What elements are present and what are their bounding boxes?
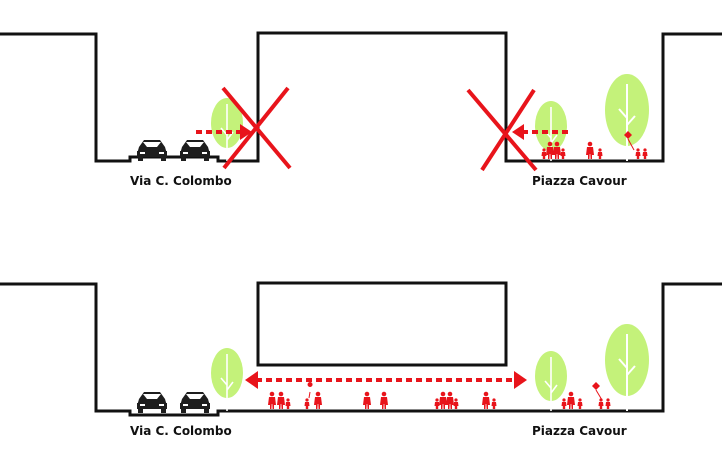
panel-proposed: Via C. Colombo Piazza Cavour	[0, 281, 722, 438]
person-icon	[577, 398, 583, 409]
people-group	[268, 382, 611, 409]
person-icon	[482, 391, 490, 409]
person-icon	[597, 148, 603, 159]
person-icon	[560, 148, 566, 159]
arrow-icon	[196, 124, 252, 140]
person-icon	[314, 391, 322, 409]
person-icon	[561, 398, 567, 409]
tree-icon	[605, 324, 649, 411]
raised-building	[256, 281, 508, 367]
street-label-via: Via C. Colombo	[130, 424, 232, 438]
car-icon	[180, 392, 210, 413]
balloon-icon	[307, 382, 313, 387]
car-icon	[137, 392, 167, 413]
person-icon	[453, 398, 459, 409]
person-icon	[491, 398, 497, 409]
section-outline	[0, 282, 722, 417]
tree-icon	[605, 74, 649, 161]
person-icon	[598, 398, 604, 409]
person-icon	[642, 148, 648, 159]
people-group	[541, 131, 648, 159]
street-label-piazza: Piazza Cavour	[532, 424, 627, 438]
person-icon	[446, 391, 454, 409]
blocked-cross-icon	[221, 86, 292, 170]
panel-existing: Via C. Colombo Piazza Cavour	[0, 31, 722, 188]
person-icon	[380, 391, 388, 409]
street-label-piazza: Piazza Cavour	[532, 174, 627, 188]
person-icon	[434, 398, 440, 409]
tree-icon	[535, 351, 567, 411]
person-icon	[635, 148, 641, 159]
tree-icon	[211, 348, 243, 411]
person-icon	[586, 141, 594, 159]
person-icon	[439, 391, 447, 409]
section-outline	[0, 31, 722, 163]
kite-icon	[592, 382, 600, 390]
blocked-cross-icon	[466, 88, 538, 172]
tree-icon	[535, 101, 567, 161]
person-icon	[541, 148, 547, 159]
person-icon	[304, 398, 310, 409]
street-label-via: Via C. Colombo	[130, 174, 232, 188]
person-icon	[277, 391, 285, 409]
kite-icon	[624, 131, 632, 139]
person-icon	[363, 391, 371, 409]
arrow-icon	[512, 124, 568, 140]
person-icon	[567, 391, 575, 409]
person-icon	[285, 398, 291, 409]
person-icon	[605, 398, 611, 409]
double-arrow-icon	[245, 371, 527, 389]
person-icon	[268, 391, 276, 409]
